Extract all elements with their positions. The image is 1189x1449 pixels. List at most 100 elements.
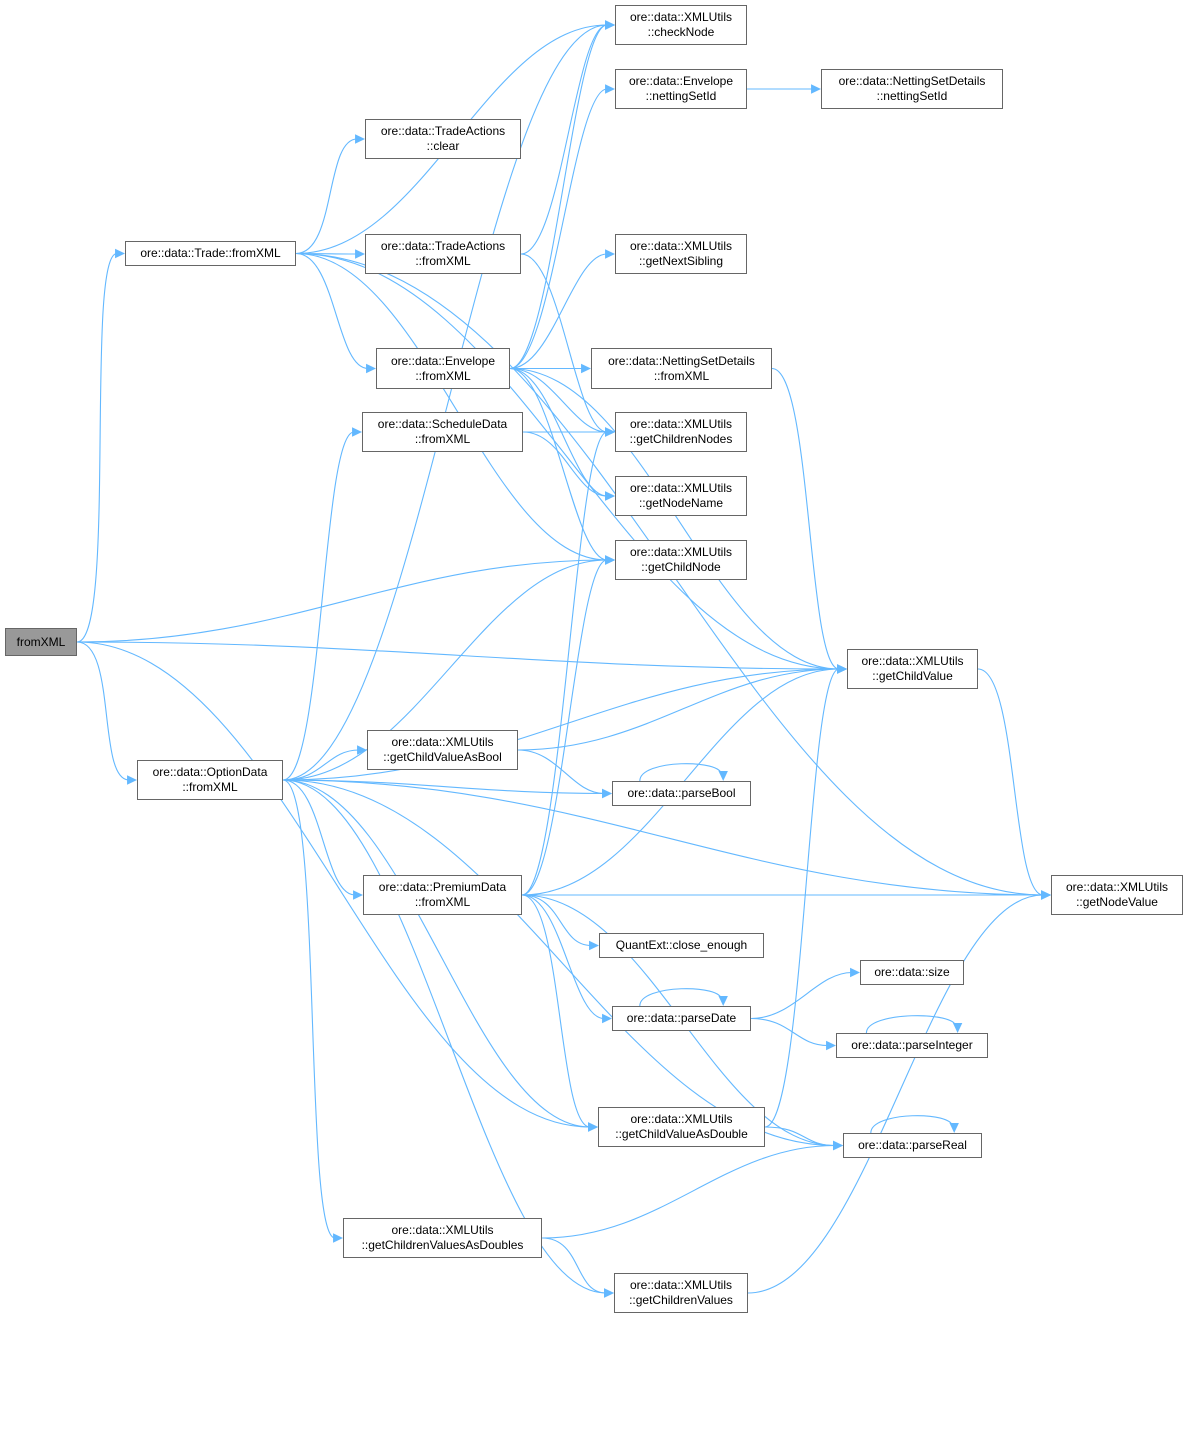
node-label: ore::data::PremiumData	[378, 880, 507, 894]
arrowhead-icon	[355, 134, 365, 144]
node-label: ore::data::NettingSetDetails	[838, 74, 986, 88]
node-envFrom[interactable]: ore::data::Envelope::fromXML	[376, 348, 510, 389]
node-nodeName[interactable]: ore::data::XMLUtils::getNodeName	[615, 476, 747, 516]
node-label: ore::data::XMLUtils	[1065, 880, 1169, 894]
node-label: ore::data::parseInteger	[851, 1038, 973, 1052]
node-label: ::getChildrenValues	[629, 1293, 733, 1307]
arrowhead-icon	[357, 745, 367, 755]
node-cvDouble[interactable]: ore::data::XMLUtils::getChildValueAsDoub…	[598, 1107, 765, 1147]
arrowhead-icon	[833, 1140, 843, 1151]
arrowhead-icon	[581, 363, 591, 374]
edge-option-to-parseReal	[282, 779, 836, 1147]
node-label: fromXML	[16, 634, 66, 649]
node-parseBool[interactable]: ore::data::parseBool	[612, 781, 751, 806]
node-cvBool[interactable]: ore::data::XMLUtils::getChildValueAsBool	[367, 730, 518, 770]
node-childrenValues[interactable]: ore::data::XMLUtils::getChildrenValues	[614, 1273, 748, 1313]
edge-parseDate-to-parseDate	[639, 988, 722, 1007]
arrowhead-icon	[352, 427, 362, 437]
edge-option-to-childrenValues	[282, 779, 607, 1294]
node-childrenNodes[interactable]: ore::data::XMLUtils::getChildrenNodes	[615, 412, 747, 452]
node-label: ::nettingSetId	[645, 89, 717, 103]
node-label: ::getChildNode	[641, 560, 721, 574]
node-label: ::fromXML	[182, 780, 238, 794]
edge-option-to-cvDouble	[282, 779, 591, 1128]
edge-cvsDoubles-to-childrenValues	[541, 1237, 607, 1294]
arrowhead-icon	[605, 249, 615, 259]
node-nsdFrom[interactable]: ore::data::NettingSetDetails::fromXML	[591, 348, 772, 389]
edge-envFrom-to-nextSib	[509, 253, 608, 370]
edge-sched-to-nodeName	[522, 431, 608, 497]
node-parseInteger[interactable]: ore::data::parseInteger	[836, 1033, 988, 1058]
arrowhead-icon	[366, 363, 376, 374]
node-option[interactable]: ore::data::OptionData::fromXML	[137, 760, 283, 800]
arrowhead-icon	[718, 996, 728, 1006]
arrowhead-icon	[949, 1123, 959, 1133]
arrowhead-icon	[333, 1233, 343, 1243]
node-sched[interactable]: ore::data::ScheduleData::fromXML	[362, 412, 523, 452]
node-premium[interactable]: ore::data::PremiumData::fromXML	[363, 875, 522, 915]
node-root[interactable]: fromXML	[5, 628, 77, 656]
edge-root-to-childValue	[76, 641, 840, 670]
edge-cvsDoubles-to-parseReal	[541, 1144, 836, 1239]
node-tafrom[interactable]: ore::data::TradeActions::fromXML	[365, 234, 521, 274]
node-cvsDoubles[interactable]: ore::data::XMLUtils::getChildrenValuesAs…	[343, 1218, 542, 1258]
arrowhead-icon	[605, 20, 615, 30]
edge-envFrom-to-childValue	[509, 367, 840, 670]
node-label: ::fromXML	[653, 368, 710, 383]
node-taclear[interactable]: ore::data::TradeActions::clear	[365, 119, 521, 159]
arrowhead-icon	[811, 84, 821, 94]
edge-trade-to-taclear	[295, 138, 358, 255]
node-label: ::getChildValue	[872, 669, 953, 683]
arrowhead-icon	[605, 427, 615, 437]
node-label: ore::data::size	[874, 965, 950, 979]
node-label: ::fromXML	[415, 368, 471, 383]
edge-option-to-checkNode	[282, 24, 608, 781]
edge-cvDouble-to-parseReal	[764, 1126, 836, 1147]
node-label: ore::data::XMLUtils	[629, 481, 733, 495]
node-label: ore::data::Trade::fromXML	[140, 246, 281, 260]
node-nodeValue[interactable]: ore::data::XMLUtils::getNodeValue	[1051, 875, 1183, 915]
node-checkNode[interactable]: ore::data::XMLUtils::checkNode	[615, 5, 747, 45]
node-childValue[interactable]: ore::data::XMLUtils::getChildValue	[847, 649, 978, 689]
node-trade[interactable]: ore::data::Trade::fromXML	[125, 241, 296, 266]
edge-parseBool-to-parseBool	[639, 763, 722, 782]
edge-option-to-childValue	[282, 668, 840, 781]
edge-parseReal-to-parseReal	[870, 1115, 953, 1134]
arrowhead-icon	[602, 788, 612, 799]
node-label: ::getNodeValue	[1076, 895, 1158, 909]
node-label: ::getNextSibling	[638, 254, 724, 268]
arrowhead-icon	[602, 1013, 612, 1024]
node-label: ore::data::XMLUtils	[391, 1223, 494, 1237]
node-parseDate[interactable]: ore::data::parseDate	[612, 1006, 751, 1031]
arrowhead-icon	[826, 1040, 836, 1051]
node-label: ore::data::NettingSetDetails	[608, 353, 755, 368]
node-label: ::getChildValueAsBool	[383, 750, 502, 764]
arrowhead-icon	[952, 1023, 963, 1033]
edge-premium-to-cvDouble	[521, 894, 591, 1128]
edge-root-to-cvDouble	[76, 641, 591, 1128]
edge-parseInteger-to-parseInteger	[865, 1015, 957, 1034]
node-closeEnough[interactable]: QuantExt::close_enough	[599, 933, 764, 958]
edge-premium-to-closeEnough	[521, 894, 592, 947]
arrowhead-icon	[1041, 890, 1051, 900]
node-nextSib[interactable]: ore::data::XMLUtils::getNextSibling	[615, 234, 747, 274]
node-label: ::getNodeName	[638, 496, 724, 510]
edge-option-to-parseBool	[282, 779, 605, 795]
node-label: ore::data::parseReal	[858, 1138, 967, 1152]
node-label: ore::data::ScheduleData	[377, 417, 508, 431]
arrowhead-icon	[588, 1122, 598, 1132]
node-size[interactable]: ore::data::size	[860, 960, 964, 985]
edge-option-to-childNode	[282, 559, 608, 781]
node-envNSI[interactable]: ore::data::Envelope::nettingSetId	[615, 69, 747, 109]
arrowhead-icon	[604, 1288, 614, 1298]
node-label: ore::data::XMLUtils	[629, 417, 733, 431]
node-label: ::nettingSetId	[876, 89, 948, 103]
node-childNode[interactable]: ore::data::XMLUtils::getChildNode	[615, 540, 747, 580]
edge-envFrom-to-envNSI	[509, 88, 608, 370]
node-nsdNSI[interactable]: ore::data::NettingSetDetails::nettingSet…	[821, 69, 1003, 109]
node-parseReal[interactable]: ore::data::parseReal	[843, 1133, 982, 1158]
edge-trade-to-envFrom	[295, 252, 369, 370]
node-label: ::fromXML	[414, 432, 471, 446]
